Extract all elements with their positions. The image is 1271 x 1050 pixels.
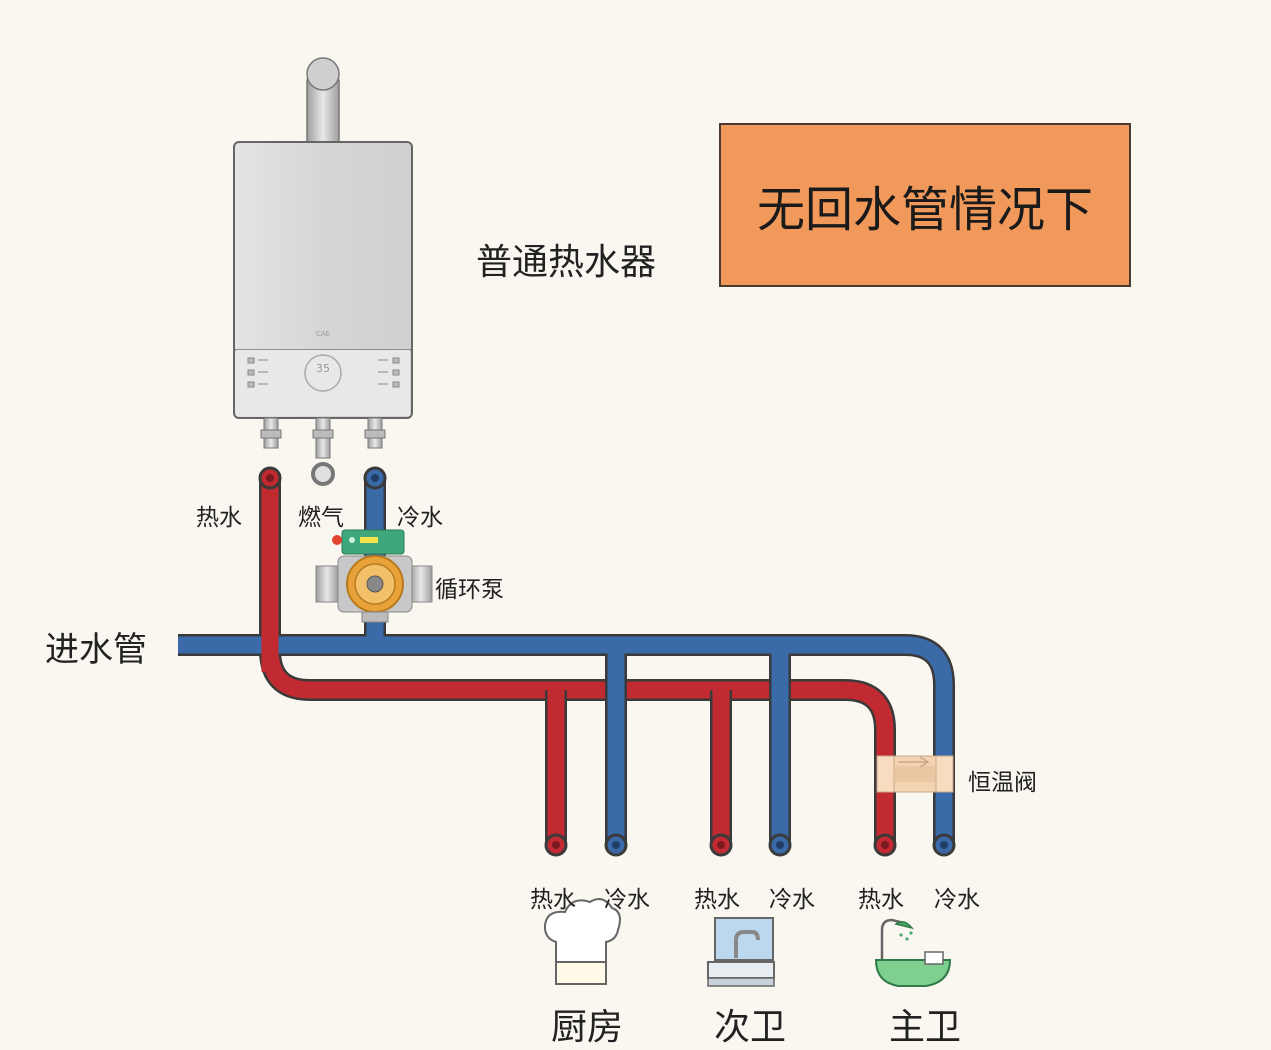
heater-display-value: 35	[316, 362, 330, 375]
pipe-end-caps	[258, 466, 956, 857]
outlet-gas-label: 燃气	[298, 505, 344, 531]
heater-brand: CAE	[316, 330, 330, 338]
title-box: 无回水管情况下	[719, 123, 1131, 287]
bathtub-icon	[874, 918, 952, 987]
kitchen-hot-label: 热水	[530, 887, 576, 913]
flow-arrow-icon	[898, 756, 930, 768]
thermostatic-valve	[876, 755, 954, 793]
master-bath-cold-label: 冷水	[934, 887, 980, 913]
room-guest-bath-label: 次卫	[714, 1007, 787, 1048]
cold-water-main	[178, 636, 953, 845]
master-bath-hot-label: 热水	[858, 887, 904, 913]
diagram-title: 无回水管情况下	[756, 182, 1093, 238]
outlet-hot-label: 热水	[196, 505, 242, 531]
gas-outlet	[311, 462, 335, 486]
kitchen-cold-label: 冷水	[604, 887, 650, 913]
guest-bath-hot-label: 热水	[694, 887, 740, 913]
pipe-network	[178, 475, 955, 845]
valve-label: 恒温阀	[968, 770, 1037, 796]
chef-hat-icon	[543, 898, 621, 985]
guest-bath-cold-label: 冷水	[769, 887, 815, 913]
pump-label: 循环泵	[435, 577, 504, 603]
circulation-pump	[315, 529, 433, 623]
sink-icon	[707, 917, 775, 987]
heater-display	[304, 354, 342, 392]
room-master-bath-label: 主卫	[889, 1007, 962, 1048]
heater-buttons-right	[378, 357, 400, 388]
heater-label: 普通热水器	[476, 242, 657, 283]
water-heater: 35 CAE	[233, 57, 413, 486]
flue-cap	[306, 57, 340, 91]
outlet-cold-label: 冷水	[397, 505, 443, 531]
heater-buttons-left	[247, 357, 268, 388]
inlet-pipe-label: 进水管	[45, 630, 147, 670]
room-kitchen-label: 厨房	[551, 1007, 624, 1048]
